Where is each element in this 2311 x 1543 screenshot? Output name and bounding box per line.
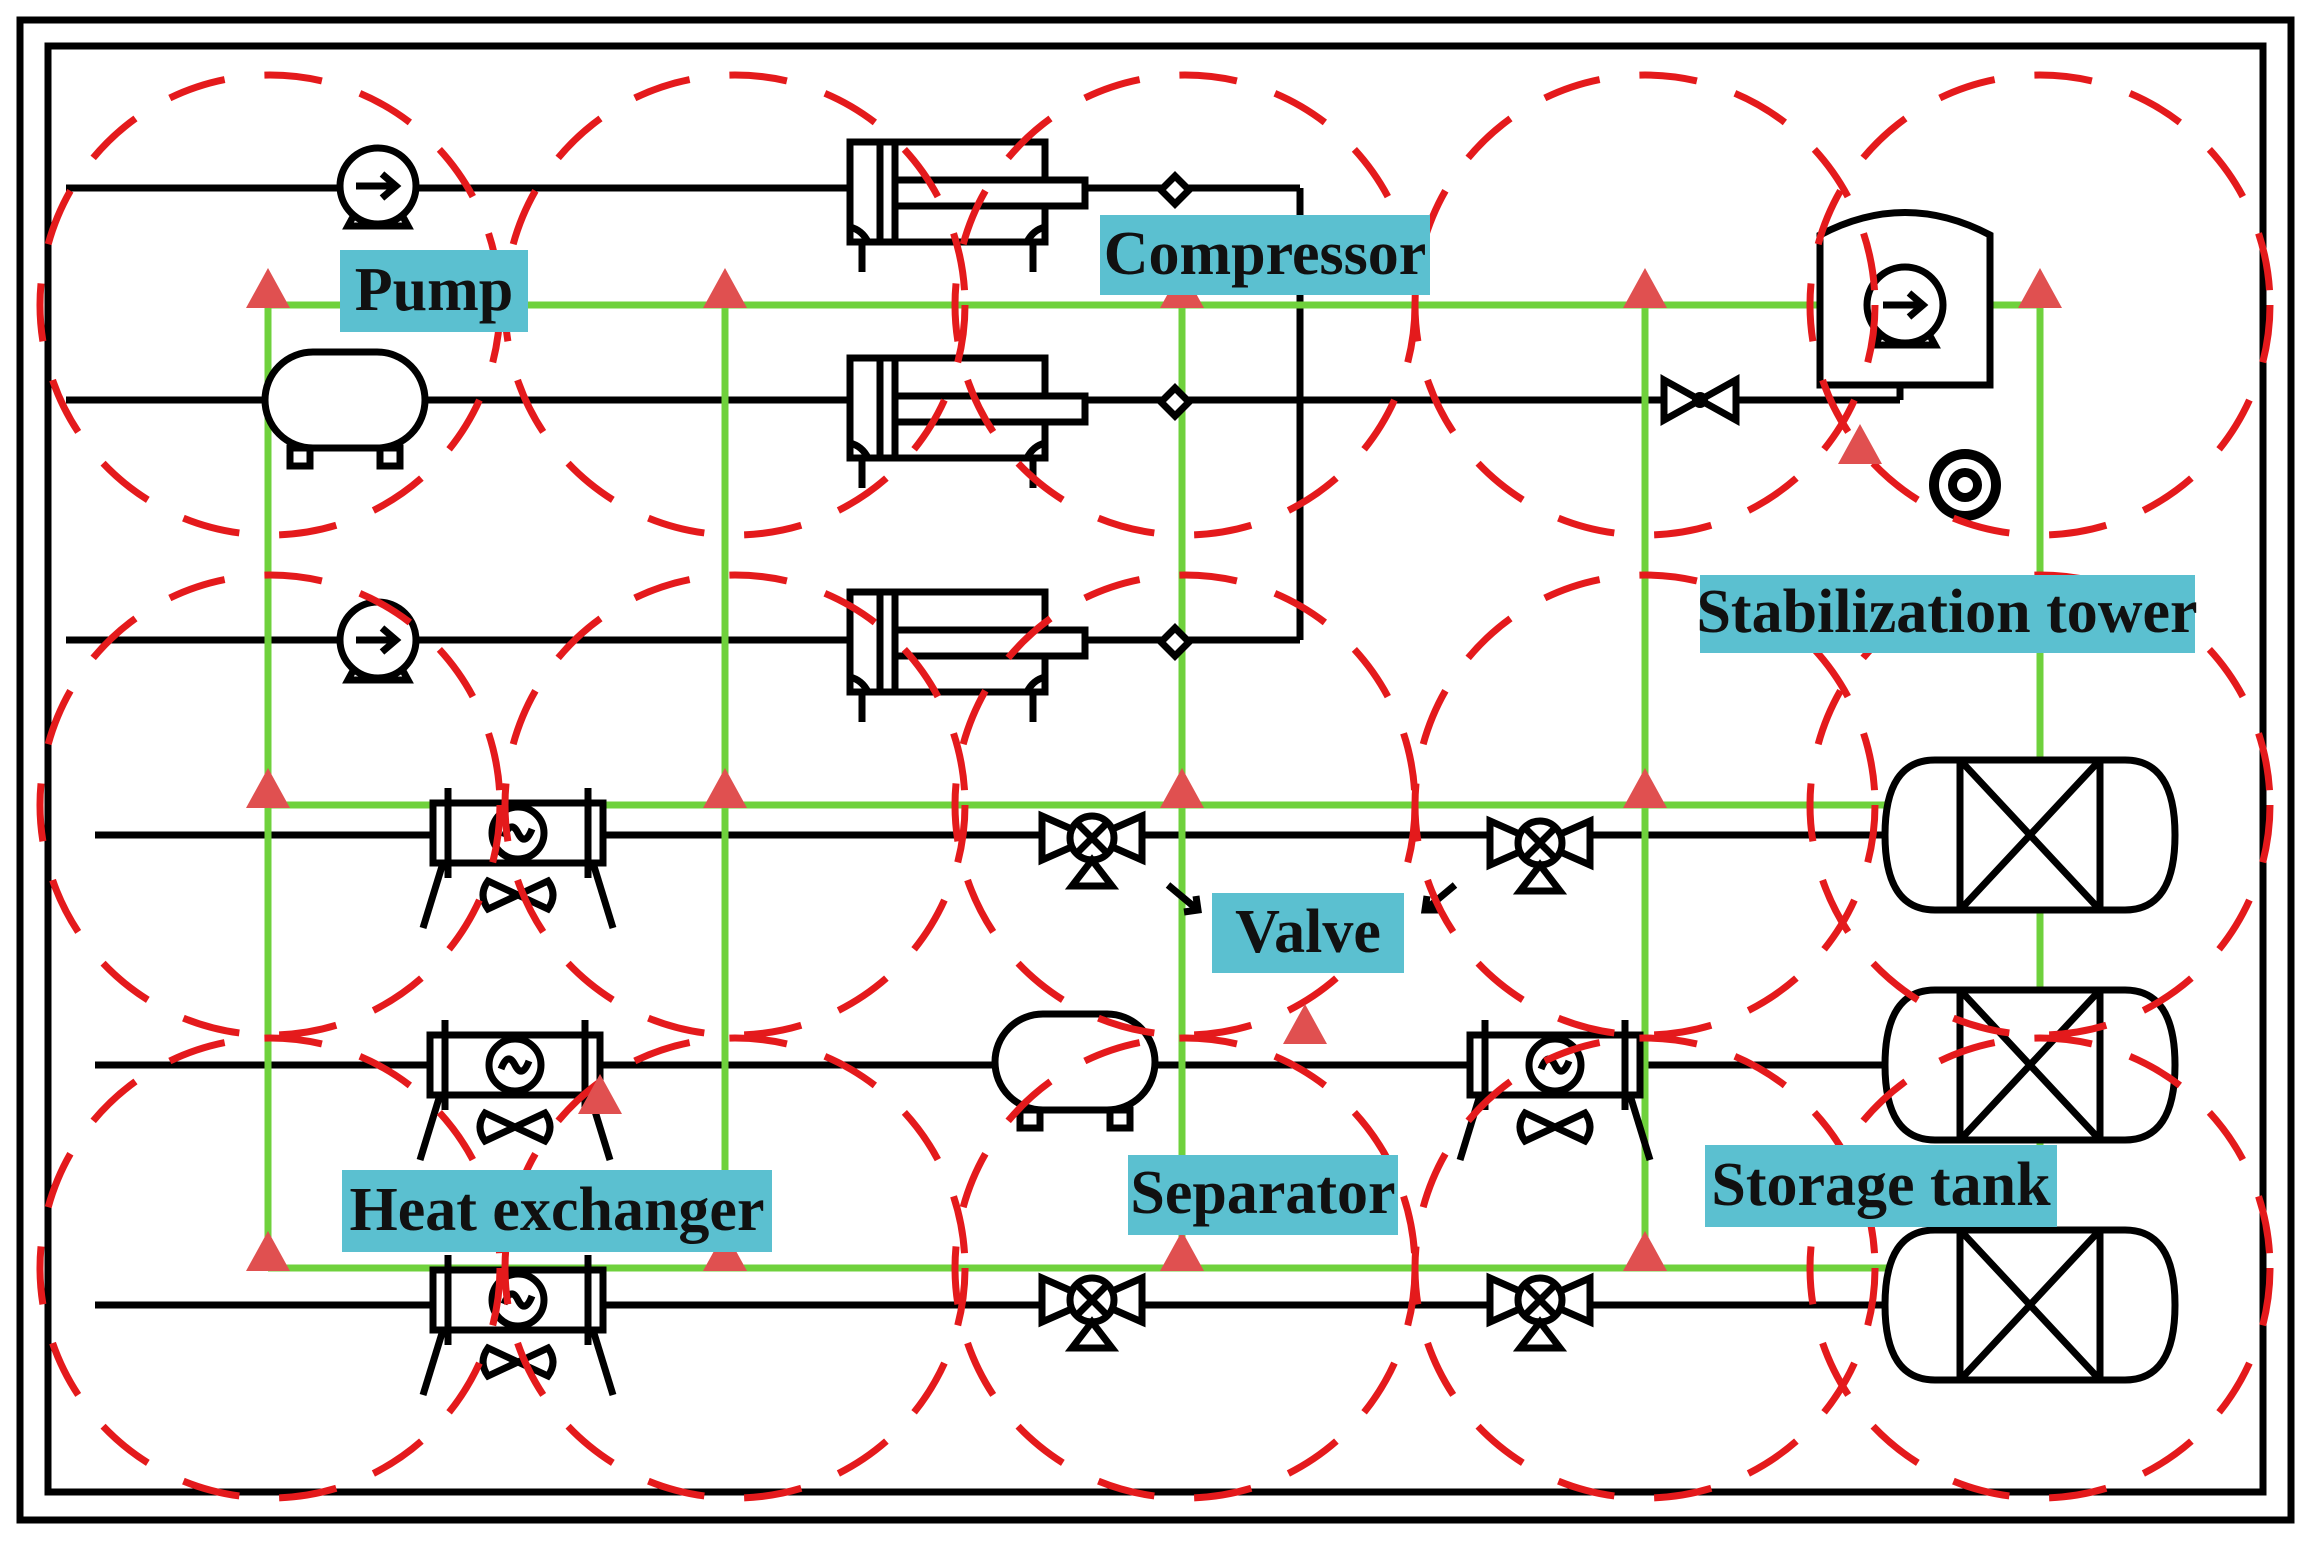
- sensor-node: [246, 1231, 290, 1271]
- sensor-node: [2018, 268, 2062, 308]
- inner-frame: [44, 42, 2267, 1496]
- heat-exchanger-symbol: [1460, 1020, 1650, 1160]
- sensor-node: [246, 268, 290, 308]
- label-stabilization-tower-text: Stabilization tower: [1696, 578, 2197, 646]
- pump-symbol: [340, 148, 416, 226]
- label-storage-tank-text: Storage tank: [1711, 1151, 2051, 1219]
- label-pump: Pump: [340, 250, 528, 332]
- sensor-node: [703, 768, 747, 808]
- coil-symbol: [1929, 449, 2001, 521]
- equipment: [265, 142, 2175, 1395]
- compressor-symbol: [850, 142, 1085, 272]
- sensor-node: [246, 768, 290, 808]
- label-compressor-text: Compressor: [1104, 220, 1427, 288]
- outer-frame: [16, 16, 2295, 1524]
- heat-exchanger-symbol: [423, 1255, 613, 1395]
- control-valve-symbol: [1490, 821, 1590, 891]
- label-valve: Valve: [1212, 893, 1404, 973]
- sensor-node: [1623, 268, 1667, 308]
- storage-tank-symbol: [1885, 1230, 2175, 1380]
- pump-symbol: [340, 602, 416, 680]
- sensor-nodes: [246, 268, 2062, 1271]
- check-valve-symbol: [1161, 176, 1189, 204]
- compressor-symbol: [850, 358, 1085, 488]
- label-heat-exchanger-text: Heat exchanger: [350, 1176, 765, 1244]
- valve-arrow-right: [1420, 882, 1458, 914]
- storage-tank-symbol: [1885, 990, 2175, 1140]
- control-valve-symbol: [1042, 1278, 1142, 1348]
- sensor-node: [1160, 1231, 1204, 1271]
- control-valve-symbol: [1490, 1278, 1590, 1348]
- sensor-node: [1160, 768, 1204, 808]
- label-separator-text: Separator: [1130, 1159, 1395, 1227]
- label-compressor: Compressor: [1100, 215, 1430, 295]
- label-heat-exchanger: Heat exchanger: [342, 1170, 772, 1252]
- drum-tank-symbol: [265, 352, 425, 466]
- compressor-symbol: [850, 592, 1085, 722]
- label-separator: Separator: [1128, 1155, 1398, 1235]
- sensor-node: [1623, 768, 1667, 808]
- control-valve-symbol: [1042, 816, 1142, 886]
- stabilization-tower-symbol: [1816, 209, 1994, 389]
- label-stabilization-tower: Stabilization tower: [1696, 575, 2198, 653]
- label-storage-tank: Storage tank: [1705, 1145, 2057, 1227]
- sensor-node: [703, 268, 747, 308]
- valve-arrow-left: [1165, 882, 1202, 916]
- heat-exchanger-symbol: [420, 1020, 610, 1160]
- storage-tank-symbol: [1885, 760, 2175, 910]
- heat-exchanger-symbol: [423, 788, 613, 928]
- label-pump-text: Pump: [355, 256, 513, 324]
- label-valve-text: Valve: [1235, 898, 1381, 966]
- gate-valve-symbol: [1660, 374, 1740, 426]
- sensor-node: [1623, 1231, 1667, 1271]
